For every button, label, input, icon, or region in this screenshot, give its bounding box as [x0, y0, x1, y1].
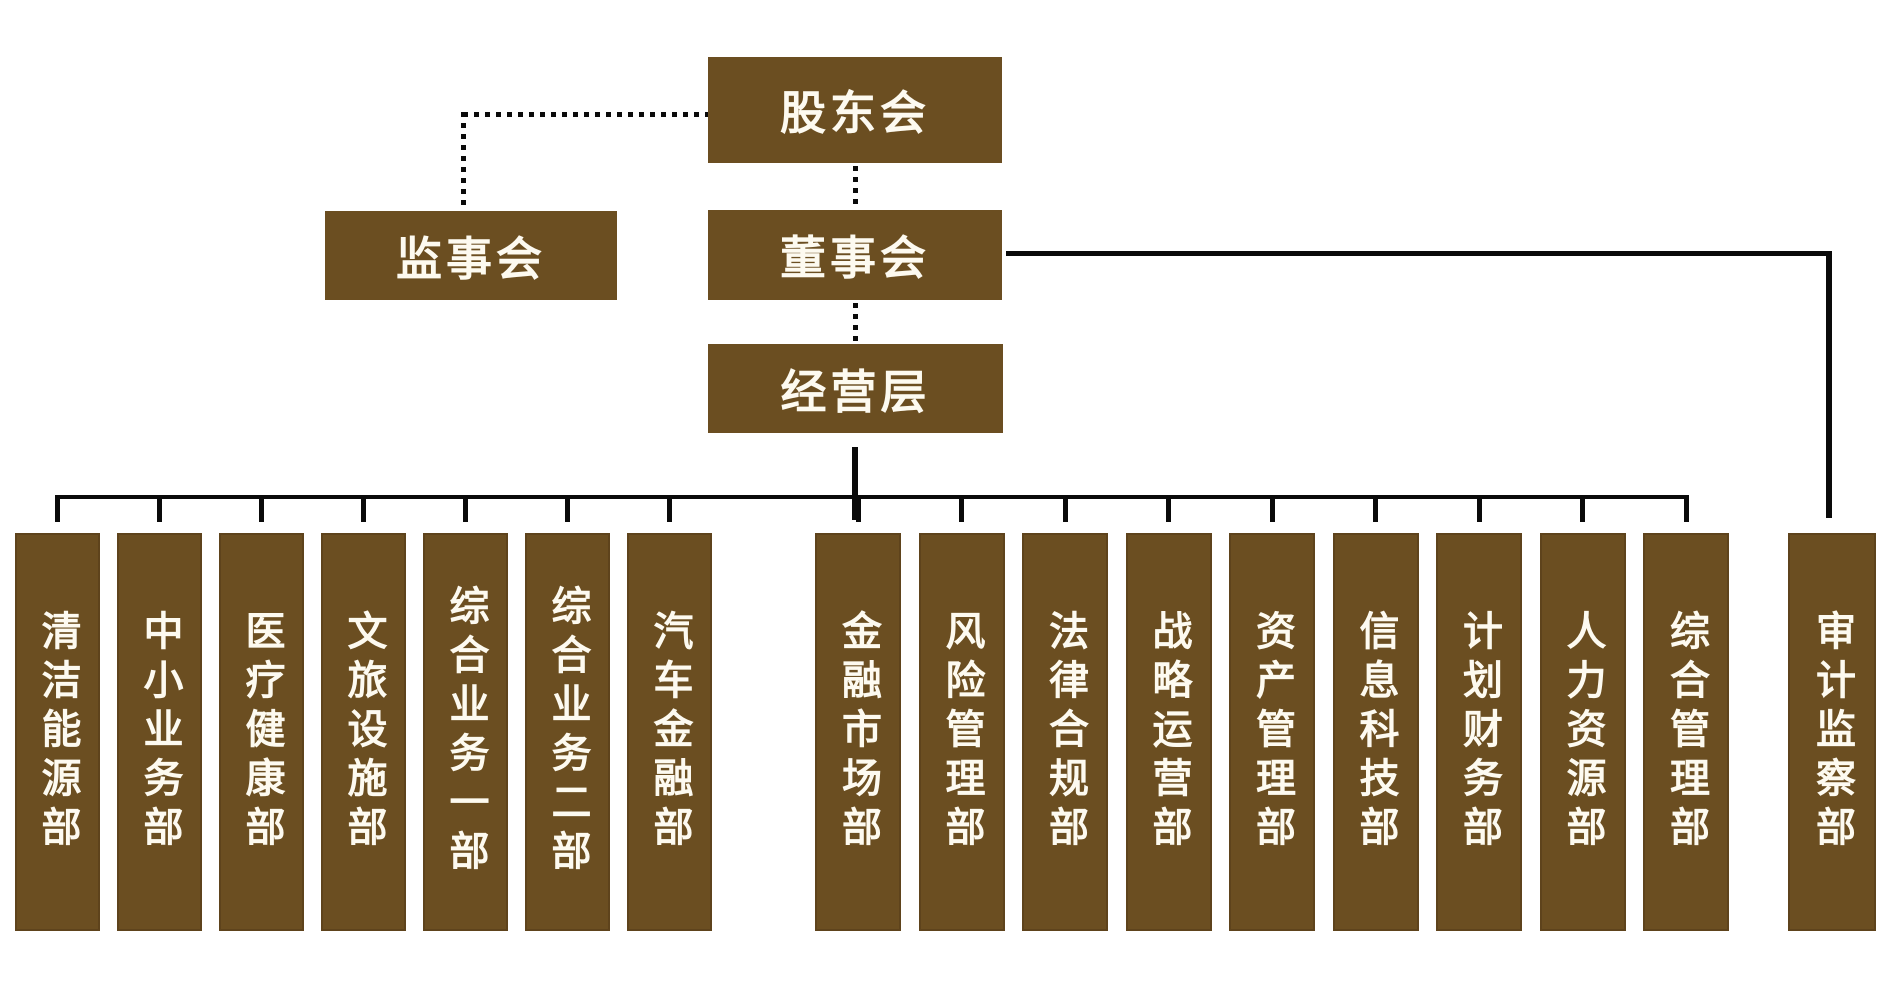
- department-box: 清洁能源部: [15, 533, 100, 931]
- node-board-of-supervisors: 监事会: [325, 211, 617, 300]
- connector-tick: [1269, 495, 1275, 522]
- connector-tick: [1166, 495, 1171, 522]
- department-label: 汽车金融部: [647, 609, 692, 855]
- connector-tick: [55, 495, 60, 522]
- department-box: 金融市场部: [815, 533, 901, 931]
- connector-tick: [1580, 495, 1585, 522]
- node-board-of-directors: 董事会: [708, 210, 1002, 300]
- connector-management-stem: [852, 447, 858, 520]
- node-management-level: 经营层: [708, 344, 1003, 433]
- connector-tick: [361, 495, 366, 522]
- department-label: 信息科技部: [1353, 609, 1398, 855]
- node-label: 监事会: [396, 232, 546, 285]
- dotted-connector-board-management: [853, 303, 858, 344]
- department-box: 人力资源部: [1539, 533, 1626, 931]
- department-label: 综合业务二部: [545, 585, 590, 879]
- department-label: 战略运营部: [1146, 609, 1191, 855]
- connector-tick: [1062, 495, 1068, 522]
- department-label: 风险管理部: [939, 609, 984, 855]
- connector-tick: [1373, 495, 1378, 522]
- department-label: 法律合规部: [1043, 609, 1087, 855]
- department-box: 中小业务部: [117, 533, 202, 931]
- connector-departments-rail: [55, 495, 1687, 499]
- dotted-connector-shareholders-supervisors-horizontal: [463, 112, 708, 117]
- department-label: 金融市场部: [836, 609, 880, 855]
- department-box: 综合业务一部: [423, 533, 508, 931]
- node-label: 经营层: [780, 365, 931, 418]
- department-box: 医疗健康部: [219, 533, 304, 931]
- node-label: 股东会: [780, 87, 930, 139]
- department-box: 审计监察部: [1788, 533, 1876, 931]
- department-box: 法律合规部: [1022, 533, 1108, 931]
- department-box: 风险管理部: [918, 533, 1005, 931]
- department-label: 清洁能源部: [35, 609, 80, 855]
- connector-tick: [259, 495, 264, 522]
- connector-tick: [667, 495, 672, 522]
- connector-tick: [565, 495, 570, 522]
- connector-tick: [855, 495, 861, 522]
- connector-tick: [1683, 495, 1689, 522]
- department-box: 信息科技部: [1332, 533, 1419, 931]
- department-label: 综合业务一部: [443, 585, 488, 879]
- department-label: 审计监察部: [1810, 609, 1854, 855]
- department-box: 战略运营部: [1125, 533, 1212, 931]
- connector-board-to-audit-horizontal: [1006, 251, 1832, 256]
- connector-tick: [463, 495, 468, 522]
- connector-tick: [1476, 495, 1482, 522]
- node-shareholders-meeting: 股东会: [708, 57, 1002, 163]
- department-label: 文旅设施部: [341, 609, 386, 855]
- node-label: 董事会: [780, 232, 930, 284]
- department-label: 中小业务部: [137, 609, 182, 855]
- connector-tick: [157, 495, 162, 522]
- department-box: 综合业务二部: [525, 533, 610, 931]
- connector-board-to-audit-vertical: [1826, 251, 1832, 518]
- department-box: 资产管理部: [1229, 533, 1315, 931]
- department-label: 医疗健康部: [239, 609, 284, 855]
- dotted-connector-shareholders-board: [853, 166, 858, 210]
- department-box: 计划财务部: [1436, 533, 1522, 931]
- department-box: 文旅设施部: [321, 533, 406, 931]
- dotted-connector-shareholders-supervisors-vertical: [461, 112, 466, 211]
- connector-tick: [959, 495, 964, 522]
- department-label: 资产管理部: [1250, 609, 1294, 855]
- department-label: 计划财务部: [1457, 609, 1501, 855]
- department-box: 综合管理部: [1643, 533, 1729, 931]
- department-label: 人力资源部: [1560, 609, 1605, 855]
- department-box: 汽车金融部: [627, 533, 712, 931]
- department-label: 综合管理部: [1664, 609, 1708, 855]
